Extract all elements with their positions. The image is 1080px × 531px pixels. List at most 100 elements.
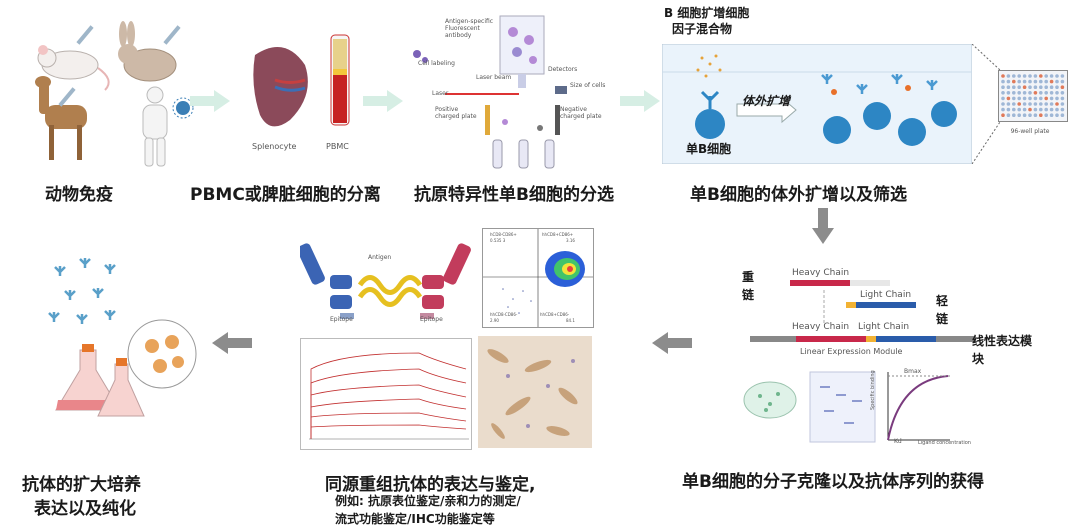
well [1044, 96, 1048, 101]
plate-96-well [998, 70, 1068, 122]
well [1022, 91, 1027, 95]
panel-culture-purification [40, 250, 200, 430]
well [1055, 85, 1059, 89]
well [1017, 107, 1021, 112]
well [1001, 79, 1005, 84]
facs-antibody-label: Antigen-specific Fluorescent antibody [445, 18, 494, 39]
fc-tl-label: hCD8-CD86+ [490, 232, 517, 237]
well [1033, 107, 1038, 112]
well [1049, 113, 1054, 117]
well [1022, 107, 1027, 112]
facs-negative-label: Negative charged plate [560, 106, 602, 120]
well-grid-icon [1001, 74, 1065, 117]
epitope-left-label: Epitope [330, 316, 353, 323]
well [1044, 79, 1048, 84]
well [1055, 107, 1059, 112]
spr-binding-plot [300, 338, 472, 450]
well [1044, 85, 1048, 89]
caption-step6-line3: 流式功能鉴定/IHC功能鉴定等 [335, 512, 495, 526]
panel-animal-immunization [25, 10, 195, 170]
facs-size-label: Size of cells [570, 82, 606, 89]
well [1006, 102, 1011, 106]
well [1044, 113, 1048, 117]
caption-step6-title: 同源重组抗体的表达与鉴定, [325, 475, 536, 495]
well [1049, 107, 1054, 112]
flow-cytometry-plot [482, 228, 594, 328]
epitope-right-label: Epitope [420, 316, 443, 323]
well [1060, 74, 1065, 78]
facs-cell-labeling-label: Cell labeling [418, 60, 455, 67]
module-cn-label: 线性表达模 [972, 334, 1033, 348]
zoom-lines [972, 44, 1001, 164]
arrow-right-icon [363, 90, 403, 112]
well [1012, 74, 1016, 78]
fc-br-label: hhCD8+CD86- [540, 312, 570, 317]
well [1049, 91, 1054, 95]
light-chain-label-2: Light Chain [858, 322, 910, 332]
well [1012, 85, 1016, 89]
panel-facs-sorting [405, 10, 610, 170]
well [1033, 102, 1038, 106]
pbmc-label: PBMC [326, 142, 349, 151]
panel-cell-isolation [235, 25, 365, 155]
well [1017, 113, 1021, 117]
well [1049, 102, 1054, 106]
panel-molecular-cloning [740, 250, 1070, 450]
caption-step1: 动物免疫 [45, 185, 113, 205]
arrow-left-icon [652, 332, 692, 354]
well [1039, 91, 1043, 95]
well [1006, 85, 1011, 89]
well [1049, 79, 1054, 84]
well [1049, 85, 1054, 89]
well [1012, 96, 1016, 101]
light-chain-cn-label-2: 链 [936, 312, 949, 326]
well [1017, 79, 1021, 84]
well [1001, 91, 1005, 95]
well [1028, 91, 1032, 95]
well [1006, 113, 1011, 117]
fc-tr-label: hhCD8+CD86+ [542, 232, 574, 237]
graph-kd-label: Kd [894, 438, 902, 445]
well [1017, 102, 1021, 106]
well [1039, 102, 1043, 106]
arrow-left-icon [212, 332, 252, 354]
well [1039, 107, 1043, 112]
well [1049, 96, 1054, 101]
well [1033, 74, 1038, 78]
flow-scatter [483, 229, 593, 327]
graph-x-label: Ligand concentration [918, 440, 971, 446]
facs-illustration [413, 15, 567, 169]
caption-step4: 单B细胞的体外扩增以及筛选 [690, 185, 907, 205]
antibody-antigen-illustration [297, 243, 471, 319]
well [1001, 74, 1005, 78]
well [1022, 85, 1027, 89]
well [1044, 74, 1048, 78]
well [1055, 113, 1059, 117]
fc-tr-value: 3.16 [566, 238, 575, 243]
cytokine-mix-label-2: 因子混合物 [672, 22, 733, 36]
facs-laser-label: Laser [432, 90, 449, 97]
well [1001, 113, 1005, 117]
light-chain-cn-label: 轻 [936, 294, 949, 308]
well [1060, 96, 1065, 101]
well [1022, 96, 1027, 101]
ihc-texture [487, 349, 578, 439]
splenocyte-label: Splenocyte [252, 142, 297, 151]
well [1006, 79, 1011, 84]
well [1055, 96, 1059, 101]
caption-step3: 抗原特异性单B细胞的分选 [414, 185, 614, 205]
heavy-chain-label: Heavy Chain [792, 268, 850, 278]
well [1028, 96, 1032, 101]
fc-bl-value: 2.90 [490, 318, 499, 323]
well [1012, 79, 1016, 84]
well [1012, 113, 1016, 117]
well [1033, 113, 1038, 117]
well [1028, 113, 1032, 117]
well [1028, 102, 1032, 106]
fc-br-value: 84.1 [566, 318, 575, 323]
plate-label: 96-well plate [1010, 128, 1050, 135]
well [1017, 74, 1021, 78]
well [1060, 91, 1065, 95]
module-cn-label-2: 块 [972, 352, 985, 366]
arrow-right-icon [190, 90, 230, 112]
